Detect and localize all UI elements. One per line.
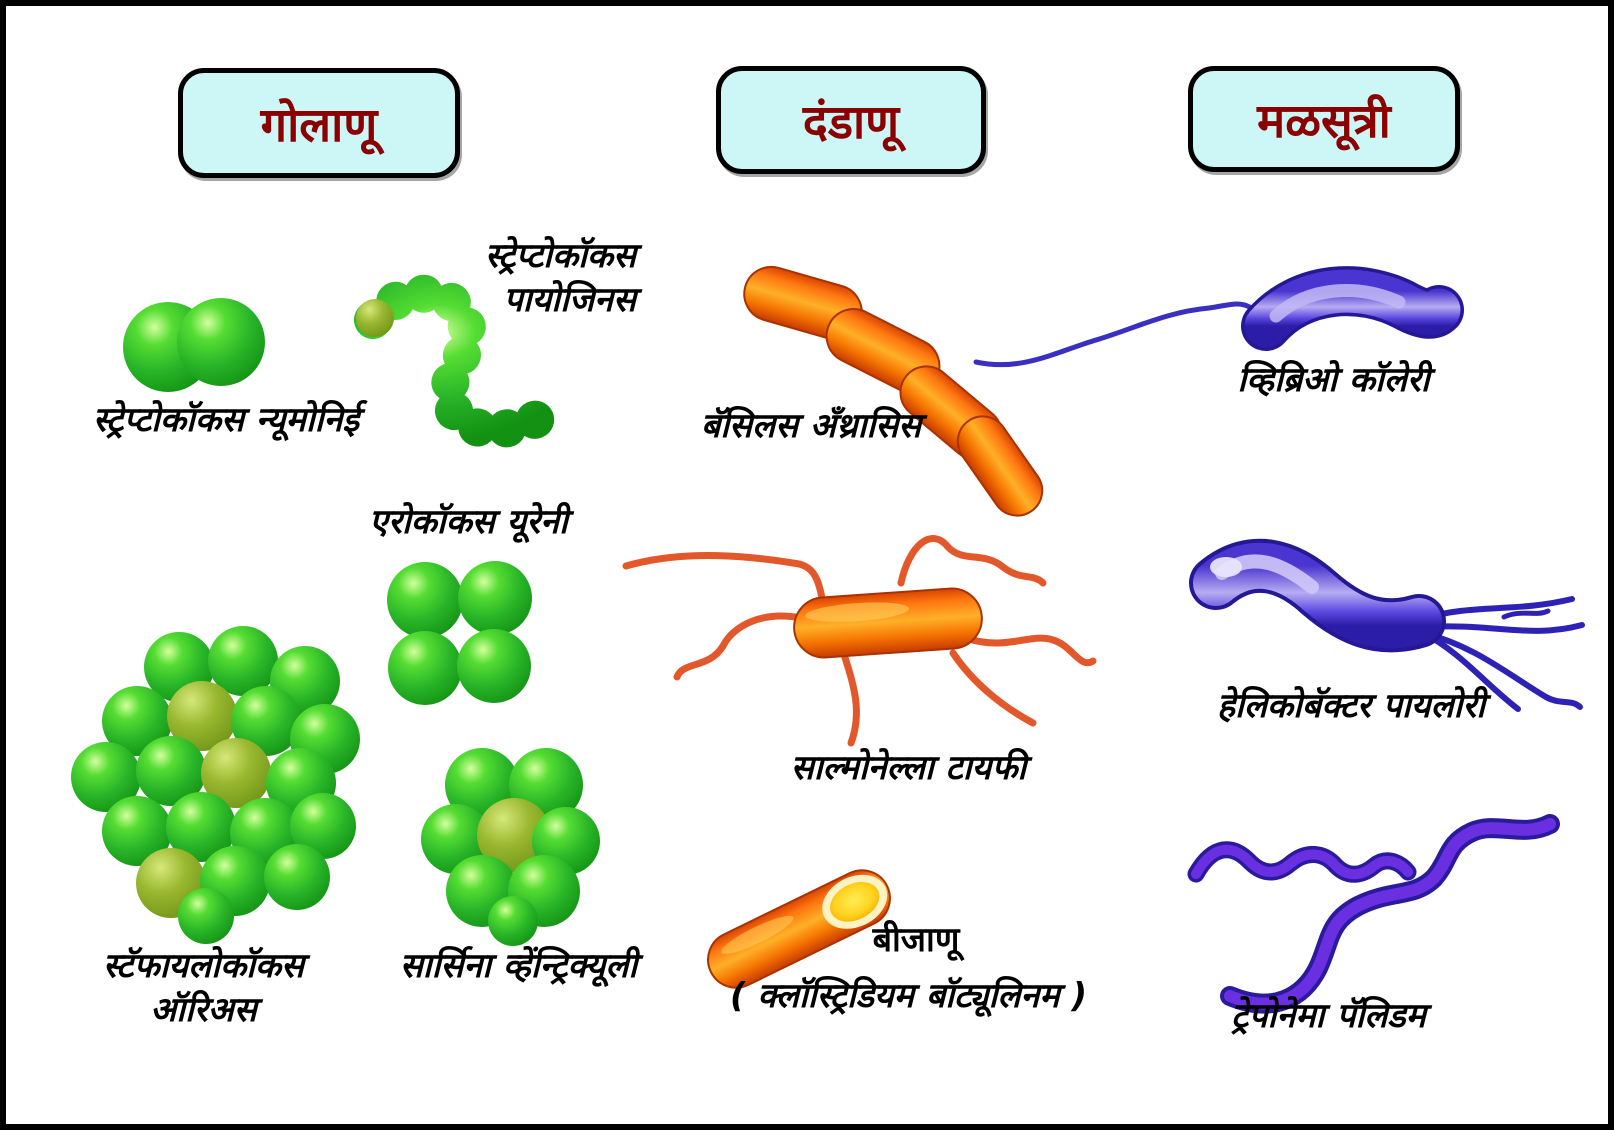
label-clostridium-botulinum: ( क्लॉस्ट्रिडियम बॉट्यूलिनम ) [730,976,1087,1016]
header-cocci: गोलाणू [178,68,460,178]
coccus-tetrad-icon [387,561,532,705]
label-aerococcus-urinae: एरोकॉकस यूरेनी [369,502,568,542]
coccus-chain-icon [354,274,578,449]
label-helicobacter-pylori: हेलिकोबॅक्टर पायलोरी [1216,686,1486,726]
label-staphylococcus-aureus: स्टॅफायलोकॉकस ऑरिअस [103,946,304,1031]
label-streptococcus-pneumoniae: स्ट्रेप्टोकॉकस न्यूमोनिई [92,400,360,440]
label-treponema-pallidum: ट्रेपोनेमा पॅलिडम [1231,996,1426,1036]
label-streptococcus-pyogenes: स्ट्रेप्टोकॉकस पायोजिनस [485,236,636,321]
header-spiral: मळसूत्री [1188,66,1460,172]
flagellated-rod-icon [622,535,1097,747]
rod-chain-icon [743,265,1044,517]
coccus-packet-icon [421,748,600,946]
label-bacillus-anthracis: बॅसिलस अँथ्रासिस [700,406,922,446]
header-spiral-label: मळसूत्री [1257,94,1391,149]
diplococcus-pair-icon [123,298,265,392]
header-cocci-label: गोलाणू [260,98,378,153]
header-bacilli: दंडाणू [716,66,986,174]
spirochete-waves-icon [1187,814,1560,1014]
header-bacilli-label: दंडाणू [802,95,900,150]
vibrio-comma-icon [973,266,1464,368]
label-salmonella-typhi: साल्मोनेल्ला टायफी [790,748,1027,788]
label-sarcina-ventriculi: सार्सिना व्हेंन्ट्रिक्यूली [399,946,638,986]
helix-rod-icon [1189,538,1585,712]
label-vibrio-cholerae: व्हिब्रिओ कॉलेरी [1237,360,1430,400]
label-spore: बीजाणू [872,920,960,960]
spore-rod-icon [707,869,891,989]
coccus-cluster-icon [71,626,360,944]
